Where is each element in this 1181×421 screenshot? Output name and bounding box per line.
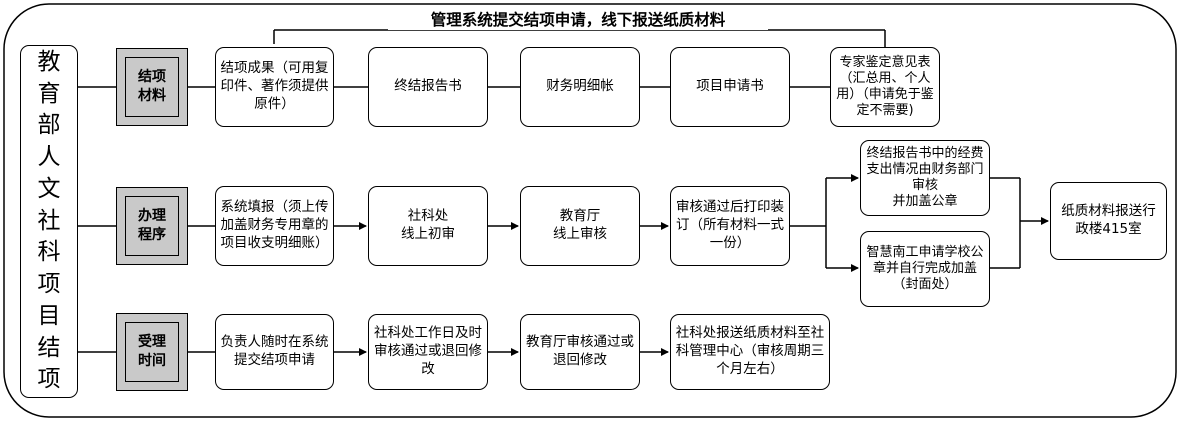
box-sk-review: 社科处工作日及时审核通过或退回修改 [368, 314, 488, 390]
box-edu-review: 教育厅 线上审核 [520, 186, 640, 266]
category-procedure: 办理 程序 [116, 187, 188, 265]
category-time: 受理 时间 [116, 313, 188, 391]
box-final-report: 终结报告书 [368, 47, 488, 127]
category-label: 受理 时间 [125, 322, 179, 382]
box-sk-initial-review: 社科处 线上初审 [368, 186, 488, 266]
category-label: 办理 程序 [125, 196, 179, 256]
box-system-fill: 系统填报（须上传加盖财务专用章的项目收支明细账） [215, 186, 334, 266]
box-edu-approve: 教育厅审核通过或退回修改 [520, 314, 640, 390]
box-expert-opinion: 专家鉴定意见表（汇总用、个人用）（申请免于鉴定不需要) [830, 47, 940, 127]
box-leader-submit: 负责人随时在系统提交结项申请 [215, 314, 334, 390]
box-financial-details: 财务明细帐 [520, 47, 640, 127]
box-print-bind: 审核通过后打印装订（所有材料一式一份） [670, 186, 790, 266]
box-sk-send: 社科处报送纸质材料至社科管理中心（审核周期三个月左右） [670, 314, 830, 390]
outer-frame [3, 3, 1177, 418]
box-application: 项目申请书 [670, 47, 790, 127]
box-submit-paper: 纸质材料报送行政楼415室 [1050, 182, 1167, 260]
main-title: 教 育 部 人 文 社 科 项 目 结 项 [20, 45, 78, 398]
box-results: 结项成果（可用复印件、著作须提供原件） [215, 47, 334, 127]
box-finance-stamp: 终结报告书中的经费支出情况由财务部门审核 并加盖公章 [860, 140, 990, 216]
category-label: 结项 材料 [125, 57, 179, 117]
box-school-stamp: 智慧南工申请学校公章并自行完成加盖（封面处） [860, 231, 990, 307]
header-label: 管理系统提交结项申请，线下报送纸质材料 [388, 8, 768, 30]
category-materials: 结项 材料 [116, 48, 188, 126]
